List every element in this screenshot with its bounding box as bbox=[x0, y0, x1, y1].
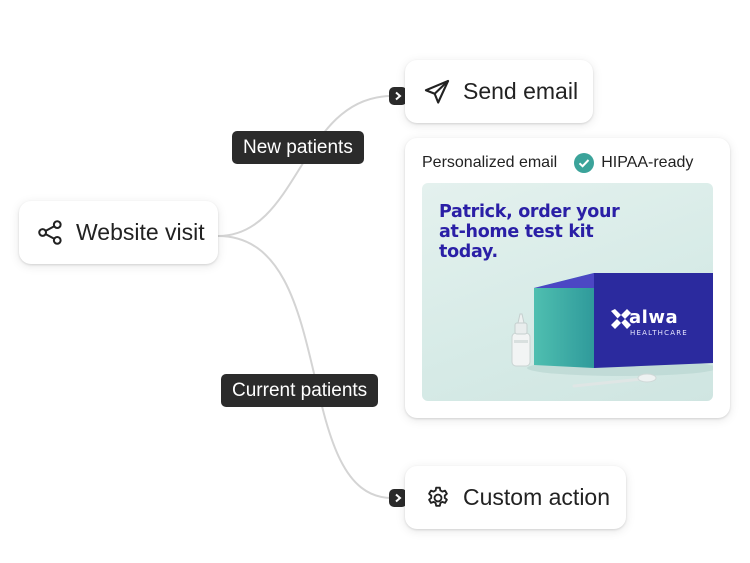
send-icon bbox=[423, 78, 451, 106]
preview-headline: Patrick, order your at-home test kit tod… bbox=[439, 202, 620, 262]
email-preview-image: Patrick, order your at-home test kit tod… bbox=[422, 183, 713, 401]
chevron-right-icon bbox=[389, 87, 407, 105]
custom-action-label: Custom action bbox=[463, 484, 611, 510]
share-icon bbox=[37, 219, 64, 246]
test-kit-illustration bbox=[511, 273, 713, 388]
current-patients-tag: Current patients bbox=[221, 374, 379, 407]
check-circle-icon bbox=[574, 153, 595, 173]
new-patients-tag: New patients bbox=[232, 131, 364, 164]
connector-to-send-email bbox=[217, 95, 393, 237]
brand-name: alwa bbox=[629, 307, 679, 328]
hipaa-badge-label: HIPAA-ready bbox=[601, 154, 694, 171]
website-visit-label: Website visit bbox=[76, 219, 205, 245]
gear-icon bbox=[425, 485, 451, 511]
connector-to-custom-action bbox=[217, 235, 393, 499]
website-visit-node[interactable]: Website visit bbox=[19, 201, 218, 264]
send-email-label: Send email bbox=[463, 78, 579, 104]
chevron-right-icon bbox=[389, 489, 407, 507]
send-email-node[interactable]: Send email bbox=[405, 60, 593, 123]
card-title: Personalized email bbox=[422, 154, 558, 171]
brand-subtitle: HEALTHCARE bbox=[630, 329, 688, 337]
custom-action-node[interactable]: Custom action bbox=[405, 466, 626, 529]
personalized-email-card[interactable]: Personalized email HIPAA-ready bbox=[405, 138, 730, 418]
